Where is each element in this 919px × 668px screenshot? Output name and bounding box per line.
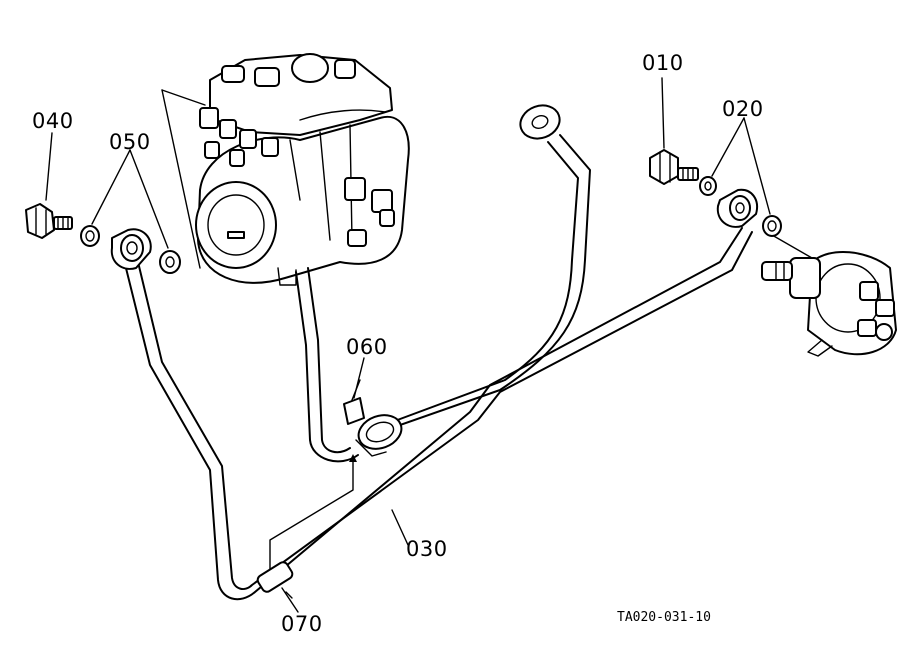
part-label-050: 050 (109, 130, 151, 154)
leader-060-070 (269, 454, 357, 573)
feed-pump-drawing (761, 234, 897, 357)
eye-bolt-010 (649, 149, 699, 185)
gasket-020-right (762, 215, 782, 237)
eye-bolt-040 (25, 203, 73, 239)
pipe-clip-070 (256, 561, 294, 599)
figure-reference: TA020-031-10 (617, 610, 711, 625)
return-pipe (379, 104, 591, 433)
hose-clamp-060 (343, 379, 403, 457)
pipe-eye-right (716, 188, 758, 228)
fuel-hose-to-clamp (295, 267, 359, 463)
part-label-010: 010 (642, 51, 684, 75)
gasket-020-left (699, 176, 717, 196)
part-label-020: 020 (722, 97, 764, 121)
part-label-040: 040 (32, 109, 74, 133)
gasket-050-left (80, 225, 100, 247)
part-label-030: 030 (406, 537, 448, 561)
part-label-060: 060 (346, 335, 388, 359)
part-label-070: 070 (281, 612, 323, 636)
gasket-050-right (159, 250, 181, 274)
injection-pump-drawing (161, 53, 410, 286)
fuel-pipe-030 (123, 227, 753, 601)
leader-lines (45, 77, 771, 613)
pipe-eye-left (110, 228, 152, 270)
